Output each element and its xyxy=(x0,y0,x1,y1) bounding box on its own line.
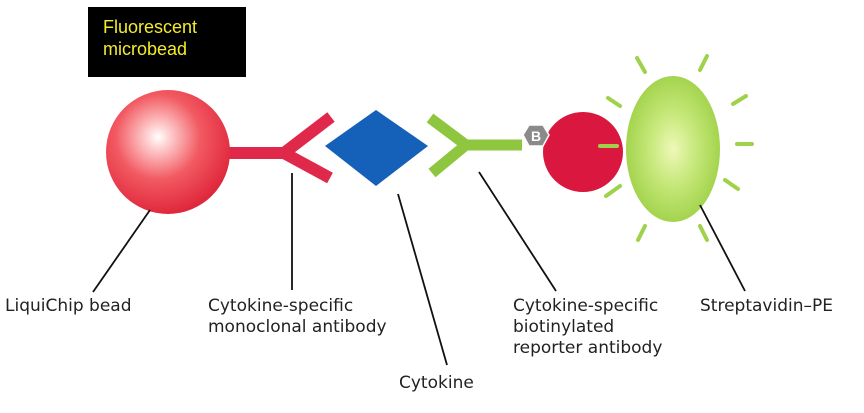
phycoerythrin-rays xyxy=(598,54,754,242)
label-capture-antibody-line-2: monoclonal antibody xyxy=(208,317,387,337)
label-reporter-antibody-line-3: reporter antibody xyxy=(513,338,663,358)
leader-line-bead xyxy=(92,209,151,293)
liquichip-bead xyxy=(106,90,230,214)
callout-line-2: microbead xyxy=(103,39,188,59)
cytokine-diamond xyxy=(325,110,428,186)
callout-line-1: Fluorescent xyxy=(103,17,198,37)
leader-line-streptavidin xyxy=(699,204,746,292)
label-reporter-antibody-line-2: biotinylated xyxy=(513,317,615,337)
capture-antibody-arms xyxy=(273,112,335,184)
leader-line-reporter-antibody xyxy=(478,171,557,292)
biotin-hexagon xyxy=(522,124,550,147)
biotin-letter: B xyxy=(531,128,541,144)
reporter-antibody-arms xyxy=(426,113,475,178)
label-liquichip-bead: LiquiChip bead xyxy=(5,296,132,316)
streptavidin-body xyxy=(543,112,623,192)
label-cytokine: Cytokine xyxy=(399,373,474,393)
label-reporter-antibody-line-1: Cytokine-specific xyxy=(513,296,659,316)
phycoerythrin-blob xyxy=(626,76,720,222)
fluorescent-microbead-callout: Fluorescent microbead xyxy=(88,7,246,77)
label-capture-antibody: Cytokine-specific monoclonal antibody xyxy=(208,296,387,338)
label-reporter-antibody: Cytokine-specific biotinylated reporter … xyxy=(513,296,662,359)
label-capture-antibody-line-1: Cytokine-specific xyxy=(208,296,354,316)
label-streptavidin-pe: Streptavidin–PE xyxy=(700,296,833,316)
leader-line-cytokine xyxy=(397,193,448,366)
